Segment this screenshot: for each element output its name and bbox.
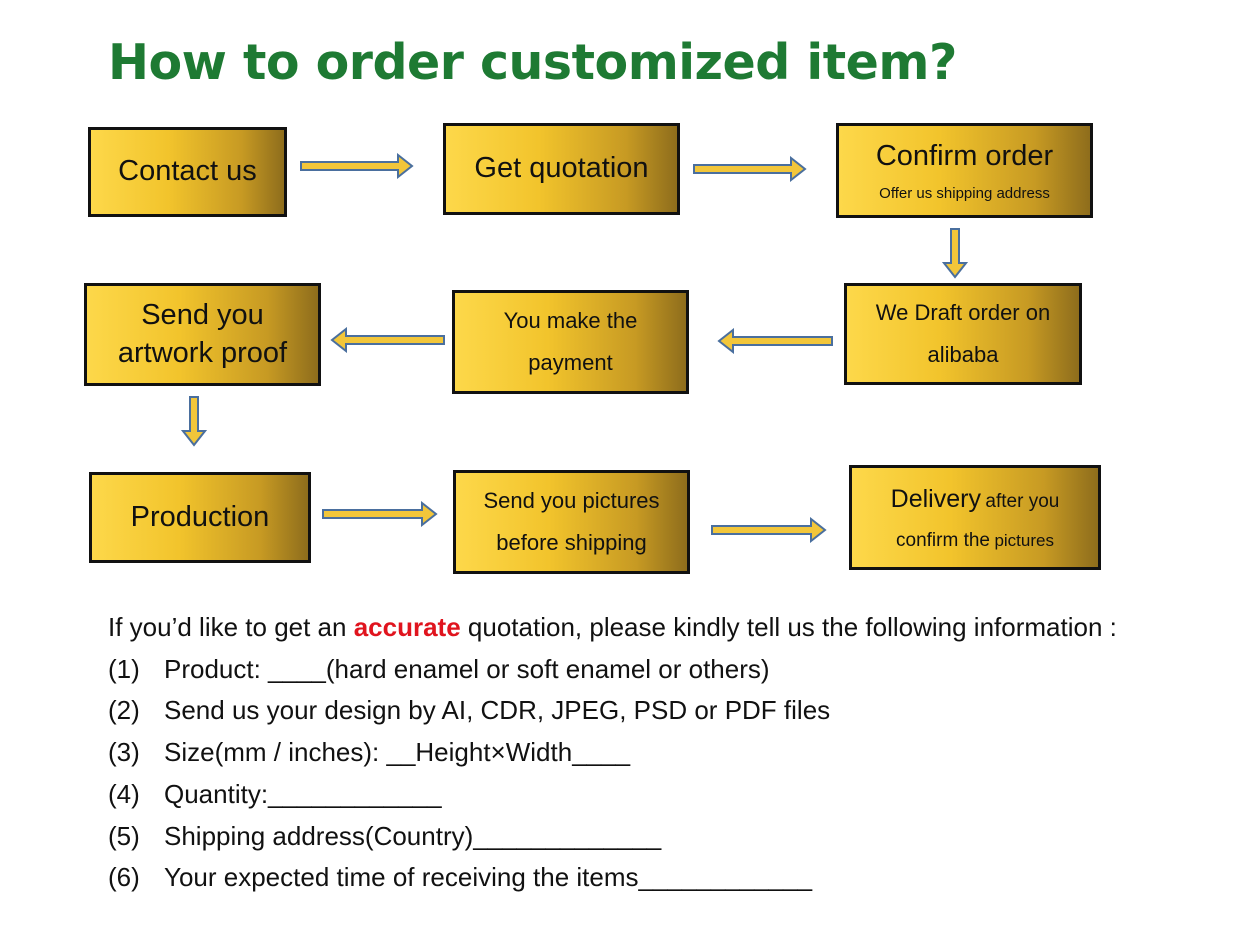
step-label-line1: Send you — [141, 298, 264, 331]
item-text: Send us your design by AI, CDR, JPEG, PS… — [164, 695, 831, 726]
step-label: Contact us — [118, 155, 257, 188]
step-label-line1: We Draft order on — [875, 300, 1051, 326]
arrow-left-icon — [717, 328, 833, 354]
step-artwork-proof: Send you artwork proof — [84, 283, 321, 386]
intro-accent: accurate — [353, 612, 461, 642]
step-label-line1: Delivery after you — [891, 476, 1060, 524]
item-text: Product: ____(hard enamel or soft enamel… — [164, 653, 770, 684]
intro-text: If you’d like to get an — [108, 612, 347, 642]
step-label: Confirm order — [875, 139, 1054, 172]
step-confirm-order: Confirm order Offer us shipping address — [836, 123, 1093, 218]
item-number: (4) — [108, 778, 140, 809]
step-label: Get quotation — [474, 152, 649, 185]
intro-text-end: quotation, please kindly tell us the fol… — [467, 612, 1117, 642]
step-contact-us: Contact us — [88, 127, 287, 217]
arrow-down-icon — [181, 396, 207, 447]
step-label-line1: You make the — [503, 308, 638, 334]
delivery-confirm: confirm the — [896, 530, 990, 552]
list-item: (2) Send us your design by AI, CDR, JPEG… — [108, 690, 1223, 732]
step-send-pictures: Send you pictures before shipping — [453, 470, 690, 574]
list-item: (4) Quantity:____________ — [108, 774, 1223, 816]
item-number: (6) — [108, 862, 140, 893]
step-production: Production — [89, 472, 311, 563]
list-item: (3) Size(mm / inches): __Height×Width___… — [108, 732, 1223, 774]
arrow-right-icon — [300, 153, 414, 179]
item-text: Your expected time of receiving the item… — [164, 862, 813, 893]
step-label-line2: before shipping — [496, 530, 647, 555]
step-make-payment: You make the payment — [452, 290, 689, 394]
step-label-line2: payment — [528, 350, 613, 375]
step-draft-order: We Draft order on alibaba — [844, 283, 1082, 385]
step-delivery: Delivery after you confirm the pictures — [849, 465, 1101, 570]
step-label-line2: alibaba — [927, 342, 999, 367]
item-number: (5) — [108, 820, 140, 851]
step-label: Production — [130, 500, 270, 533]
item-text: Quantity:____________ — [164, 778, 442, 809]
list-item: (6) Your expected time of receiving the … — [108, 857, 1223, 899]
info-section: If you’d like to get an accurate quotati… — [108, 607, 1223, 899]
step-note: Offer us shipping address — [879, 184, 1050, 202]
delivery-main: Delivery — [890, 484, 981, 513]
info-intro: If you’d like to get an accurate quotati… — [108, 607, 1223, 649]
list-item: (1) Product: ____(hard enamel or soft en… — [108, 649, 1223, 691]
arrow-right-icon — [322, 501, 438, 527]
step-get-quotation: Get quotation — [443, 123, 680, 215]
list-item: (5) Shipping address(Country)___________… — [108, 816, 1223, 858]
arrow-down-icon — [942, 228, 968, 279]
item-number: (2) — [108, 695, 140, 726]
item-number: (3) — [108, 737, 140, 768]
step-label-line1: Send you pictures — [483, 488, 660, 514]
arrow-left-icon — [330, 327, 445, 353]
step-label-line2: artwork proof — [117, 336, 288, 369]
page-title: How to order customized item? — [108, 34, 957, 91]
item-text: Shipping address(Country)_____________ — [164, 820, 662, 851]
item-number: (1) — [108, 653, 140, 684]
delivery-pictures: pictures — [994, 531, 1054, 551]
arrow-right-icon — [693, 156, 807, 182]
step-label-line2: confirm the pictures — [896, 523, 1054, 559]
arrow-right-icon — [711, 517, 827, 543]
item-text: Size(mm / inches): __Height×Width____ — [164, 737, 631, 768]
delivery-after: after you — [985, 490, 1060, 512]
